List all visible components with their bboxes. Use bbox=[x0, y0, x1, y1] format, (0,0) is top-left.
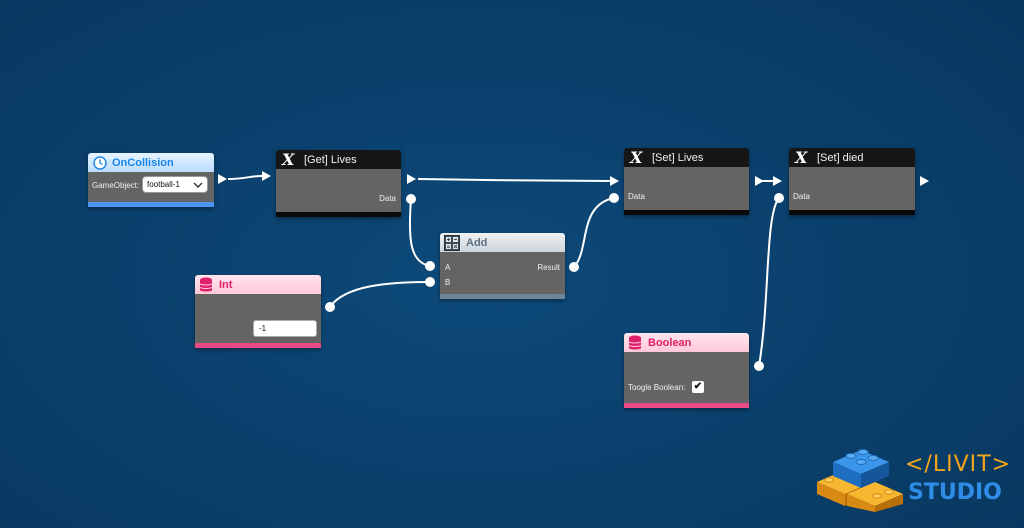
check-icon: ✔ bbox=[693, 381, 703, 392]
int-node[interactable]: Int -1 bbox=[195, 275, 321, 348]
port-b-label: B bbox=[445, 278, 451, 287]
wire-getlives-to-setlives bbox=[417, 178, 612, 182]
gameobject-label: GameObject: bbox=[92, 181, 140, 190]
get-lives-node[interactable]: X [Get] Lives Data bbox=[276, 150, 401, 217]
set-lives-exec-in[interactable] bbox=[610, 176, 619, 186]
set-died-node[interactable]: X [Set] died Data bbox=[789, 148, 915, 215]
port-a-label: A bbox=[445, 263, 451, 272]
gameobject-select[interactable]: football-1 bbox=[142, 176, 208, 193]
get-lives-exec-in[interactable] bbox=[262, 171, 271, 181]
data-in-label: Data bbox=[628, 192, 645, 201]
add-header[interactable]: Add bbox=[440, 233, 565, 252]
set-lives-exec-out[interactable] bbox=[755, 176, 764, 186]
wire-getlives-data-to-add-a bbox=[408, 198, 431, 267]
node-title: [Set] Lives bbox=[652, 151, 704, 164]
add-port-result[interactable] bbox=[569, 262, 579, 272]
node-title: OnCollision bbox=[112, 156, 174, 169]
boolean-value-out-port[interactable] bbox=[754, 361, 764, 371]
add-port-b[interactable] bbox=[425, 277, 435, 287]
wire-int-to-add-b bbox=[329, 281, 431, 308]
node-title: Add bbox=[466, 236, 488, 249]
node-title: [Get] Lives bbox=[304, 153, 357, 166]
node-title: Boolean bbox=[648, 336, 692, 349]
database-icon bbox=[199, 277, 213, 291]
calculator-icon bbox=[444, 234, 460, 251]
clock-icon bbox=[93, 155, 107, 170]
on-collision-node[interactable]: OnCollision GameObject: football-1 bbox=[88, 153, 214, 207]
set-lives-node[interactable]: X [Set] Lives Data bbox=[624, 148, 749, 215]
add-port-a[interactable] bbox=[425, 261, 435, 271]
get-lives-header[interactable]: X [Get] Lives bbox=[276, 150, 401, 169]
set-died-exec-out[interactable] bbox=[920, 176, 929, 186]
int-header[interactable]: Int bbox=[195, 275, 321, 294]
variable-x-icon: X bbox=[630, 148, 643, 167]
on-collision-header[interactable]: OnCollision bbox=[88, 153, 214, 172]
toggle-boolean-label: Toogle Boolean: bbox=[628, 383, 686, 392]
set-died-data-in-port[interactable] bbox=[774, 193, 784, 203]
node-title: [Set] died bbox=[817, 151, 864, 164]
set-died-exec-in[interactable] bbox=[773, 176, 782, 186]
int-value-input[interactable]: -1 bbox=[253, 320, 317, 337]
wire-collision-to-getlives bbox=[227, 175, 263, 180]
database-icon bbox=[628, 335, 642, 349]
int-value-out-port[interactable] bbox=[325, 302, 335, 312]
node-title: Int bbox=[219, 278, 233, 291]
gameobject-value: football-1 bbox=[147, 180, 180, 189]
port-result-label: Result bbox=[537, 263, 560, 272]
data-in-label: Data bbox=[793, 192, 810, 201]
logo-livit-text: </LIVIT> bbox=[905, 452, 1012, 477]
set-lives-data-in-port[interactable] bbox=[609, 193, 619, 203]
on-collision-exec-out[interactable] bbox=[218, 174, 227, 184]
logo-studio-text: STUDIO bbox=[908, 480, 1002, 505]
set-lives-header[interactable]: X [Set] Lives bbox=[624, 148, 749, 167]
chevron-down-icon bbox=[193, 182, 203, 188]
get-lives-data-out-port[interactable] bbox=[406, 194, 416, 204]
int-value: -1 bbox=[259, 324, 267, 333]
data-out-label: Data bbox=[379, 194, 396, 203]
variable-x-icon: X bbox=[795, 148, 808, 167]
toggle-boolean-checkbox[interactable]: ✔ bbox=[692, 381, 704, 393]
lego-bricks-icon bbox=[817, 449, 903, 512]
add-node[interactable]: Add A B Result bbox=[440, 233, 565, 299]
wire-add-result-to-setlives-data bbox=[573, 197, 615, 268]
boolean-header[interactable]: Boolean bbox=[624, 333, 749, 352]
wire-boolean-to-setdied-data bbox=[758, 197, 780, 367]
set-died-header[interactable]: X [Set] died bbox=[789, 148, 915, 167]
variable-x-icon: X bbox=[282, 150, 295, 169]
livit-studio-logo: </LIVIT> STUDIO bbox=[815, 440, 1015, 520]
boolean-node[interactable]: Boolean Toogle Boolean: ✔ bbox=[624, 333, 749, 408]
get-lives-exec-out[interactable] bbox=[407, 174, 416, 184]
